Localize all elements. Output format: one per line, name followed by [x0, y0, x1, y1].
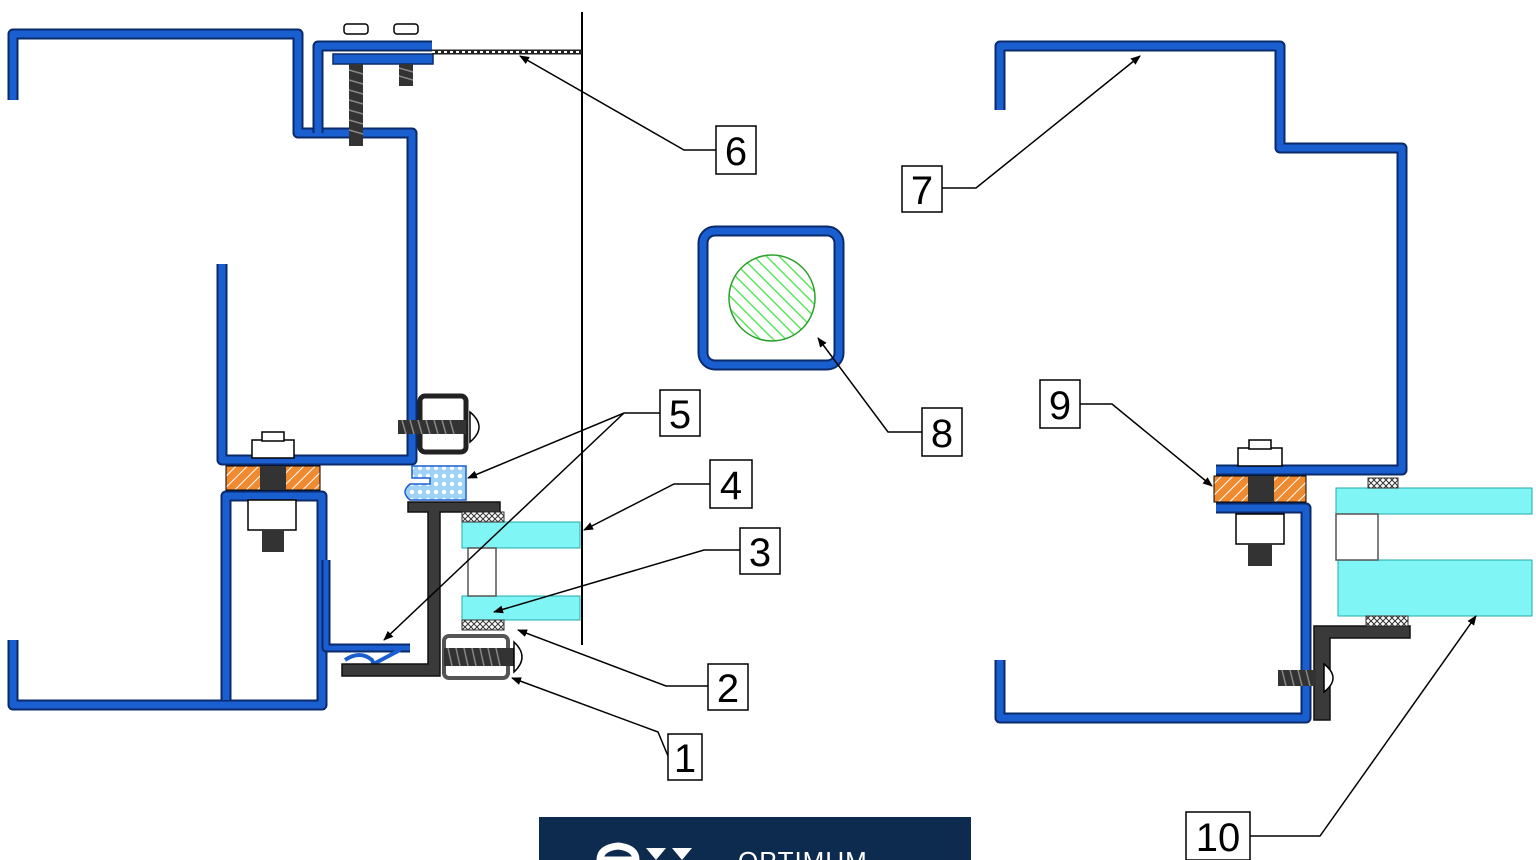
callout-4: 4	[709, 459, 753, 509]
callout-1: 1	[667, 733, 703, 781]
right-nut	[1235, 513, 1285, 566]
callouts: 1 2 3 4 5 6 7 8	[383, 55, 1477, 860]
left-nut	[247, 499, 297, 552]
svg-text:4: 4	[720, 464, 742, 508]
svg-text:7: 7	[911, 169, 933, 213]
leader-6	[519, 55, 716, 151]
leader-2	[517, 629, 708, 687]
svg-text:9: 9	[1049, 384, 1071, 428]
top-plate	[332, 53, 434, 65]
svg-text:5: 5	[669, 393, 691, 437]
middle-section	[697, 225, 845, 371]
logo-mark-icon	[596, 842, 692, 860]
glazing-bead-profile	[341, 501, 501, 677]
top-bolt-left	[343, 23, 369, 146]
callout-10: 10	[1185, 811, 1251, 860]
upper-clamp	[398, 393, 480, 455]
right-bolt-head	[1237, 439, 1283, 467]
leader-8	[817, 337, 922, 433]
lower-clamp	[442, 634, 523, 680]
callout-7: 7	[901, 165, 943, 213]
callout-2: 2	[707, 663, 749, 711]
left-assembly	[7, 12, 583, 711]
right-bracket	[1313, 625, 1411, 721]
svg-text:3: 3	[749, 531, 771, 575]
svg-text:10: 10	[1196, 816, 1241, 860]
leader-9	[1080, 403, 1213, 487]
foam-gasket	[404, 465, 467, 501]
callout-6: 6	[715, 125, 757, 175]
callout-3: 3	[739, 527, 781, 575]
leader-1	[511, 677, 669, 757]
glass-unit-left	[461, 511, 581, 631]
leader-10	[1250, 615, 1477, 837]
core-insert	[728, 254, 816, 342]
svg-text:1: 1	[674, 737, 696, 781]
callout-8: 8	[921, 407, 963, 457]
company-logo: OPTIMUM	[539, 817, 971, 860]
svg-text:2: 2	[717, 667, 739, 711]
svg-text:8: 8	[931, 412, 953, 456]
top-bolt-right	[393, 23, 419, 86]
svg-text:6: 6	[725, 130, 747, 174]
angle-bracket	[321, 560, 410, 653]
logo-text: OPTIMUM	[738, 846, 868, 860]
right-screw	[1278, 662, 1334, 694]
glass-unit-right	[1335, 477, 1533, 627]
leader-7	[942, 55, 1141, 189]
callout-5: 5	[659, 389, 701, 437]
leader-5b	[383, 412, 625, 641]
leader-3	[493, 549, 740, 614]
left-bolt-head	[251, 431, 295, 459]
callout-9: 9	[1039, 379, 1081, 429]
right-assembly	[994, 40, 1533, 724]
leader-4	[583, 483, 710, 531]
leader-5a	[467, 412, 660, 479]
